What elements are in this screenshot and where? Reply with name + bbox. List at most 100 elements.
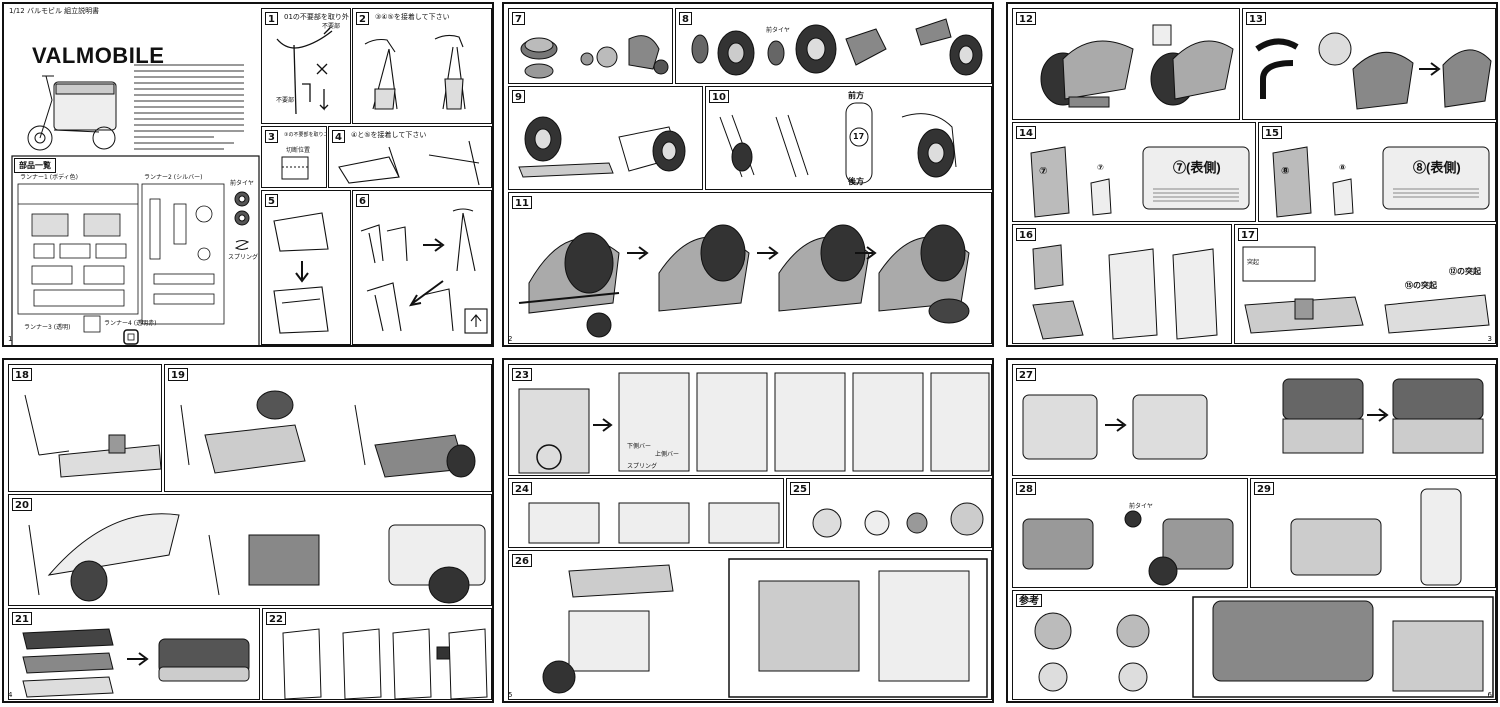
step-10-illustration — [719, 102, 957, 184]
step-number: 2 — [356, 12, 369, 25]
sheet-4: 18 19 20 — [2, 358, 494, 703]
step-number: 20 — [12, 498, 32, 511]
sheet-3: 12 13 14 — [1006, 2, 1498, 347]
step-18: 18 — [8, 364, 162, 492]
step-18-illustration — [24, 394, 161, 478]
step-1-illustration — [276, 27, 333, 115]
step-caption: ③④⑤を接着して下さい — [375, 13, 450, 21]
sheet-2: 7 8 — [502, 2, 994, 347]
step-number: 7 — [512, 12, 525, 25]
step-number: 10 — [709, 90, 729, 103]
unneeded-part-note: 不要部 — [276, 97, 295, 104]
step-10: 10 前方 後方 17 — [705, 86, 992, 190]
part-7-label: ⑦ — [1039, 166, 1048, 177]
step-caption: ③の不要部を取りニッパー — [284, 132, 327, 138]
step-1: 1 01の不要部を取り外して下さい 不要部 不要部 — [261, 8, 351, 124]
panel-7-front-label: ⑦(表側) — [1173, 160, 1221, 175]
step-number: 26 — [512, 554, 532, 567]
step-12-illustration — [1040, 24, 1234, 108]
step-29-illustration — [1290, 488, 1462, 586]
page-number: 1 — [8, 335, 13, 343]
step-9-illustration — [518, 116, 686, 178]
step-26-illustration — [542, 558, 988, 698]
protrusion-label: 突起 — [1247, 259, 1260, 266]
step-11-illustration — [518, 224, 970, 338]
step-number: 3 — [265, 130, 278, 143]
spring-note: スプリング — [627, 463, 658, 470]
step-13-illustration — [1255, 32, 1492, 110]
step-number: 16 — [1016, 228, 1036, 241]
step-27: 27 — [1012, 364, 1496, 476]
step-27-illustration — [1022, 378, 1484, 460]
step-number: 25 — [790, 482, 810, 495]
step-16-illustration — [1032, 244, 1218, 340]
step-number: 5 — [265, 194, 278, 207]
step-20: 20 — [8, 494, 492, 606]
reference-label: 参考 — [1016, 594, 1042, 607]
step-number: 8 — [679, 12, 692, 25]
step-25: 25 — [786, 478, 992, 548]
step-number: 15 — [1262, 126, 1282, 139]
lower-bar-note: 下側バー — [627, 443, 652, 450]
step-19-illustration — [180, 390, 476, 478]
step-22: 22 — [262, 608, 492, 700]
step-4-illustration — [338, 140, 480, 186]
step-15-illustration — [1272, 146, 1490, 218]
step-29: 29 — [1250, 478, 1496, 588]
step-17-illustration — [1242, 246, 1490, 334]
step-8-illustration — [691, 18, 983, 76]
step-20-illustration — [28, 513, 486, 604]
step-14-illustration — [1030, 146, 1250, 218]
step-7: 7 — [508, 8, 673, 84]
part-8-mark: ⑧ — [1339, 163, 1346, 172]
upper-bar-note: 上側バー — [655, 451, 680, 458]
protrusion-12-label: ⑫の突起 — [1449, 267, 1481, 276]
runner-4-label: ランナー4 (透明赤) — [104, 320, 157, 327]
step-24-illustration — [528, 502, 780, 544]
step-4: 4 ④と⑤を接着して下さい — [328, 126, 492, 188]
runner-1-label: ランナー1 (ボディ色) — [20, 174, 78, 181]
step-23: 23 下側バー 上側バー スプリング — [508, 364, 992, 476]
tire-label: 前タイヤ — [230, 180, 254, 187]
step-26: 26 — [508, 550, 992, 700]
page-number: 6 — [1487, 691, 1492, 699]
step-number: 27 — [1016, 368, 1036, 381]
sheet-6: 27 28 前タイヤ — [1006, 358, 1498, 703]
sheet-1: 1/12 バルモビル 組立説明書 VALMOBILE — [2, 2, 494, 347]
step-number: 28 — [1016, 482, 1036, 495]
step-number: 6 — [356, 194, 369, 207]
step-number: 4 — [332, 130, 345, 143]
step-7-illustration — [520, 35, 669, 79]
step-number: 14 — [1016, 126, 1036, 139]
step-number: 17 — [1238, 228, 1258, 241]
step-5-illustration — [273, 212, 329, 334]
step-28: 28 前タイヤ — [1012, 478, 1248, 588]
step-number: 21 — [12, 612, 32, 625]
cover-illustration — [11, 64, 260, 347]
step-16: 16 — [1012, 224, 1232, 344]
runner-2-label: ランナー2 (シルバー) — [144, 174, 203, 181]
step-number: 18 — [12, 368, 32, 381]
step-number: 22 — [266, 612, 286, 625]
unneeded-part-note: 不要部 — [322, 23, 341, 30]
front-tire-note: 前タイヤ — [766, 27, 790, 34]
step-11: 11 — [508, 192, 992, 344]
step-19: 19 — [164, 364, 492, 492]
cut-position-note: 切断位置 — [286, 147, 311, 154]
step-25-illustration — [812, 502, 984, 538]
step-number: 1 — [265, 12, 278, 25]
step-23-illustration — [518, 372, 990, 474]
part-7-mark: ⑦ — [1097, 163, 1104, 172]
step-caption: 01の不要部を取り外して下さい — [284, 13, 350, 21]
page-number: 3 — [1487, 335, 1492, 343]
step-number: 29 — [1254, 482, 1274, 495]
step-2: 2 ③④⑤を接着して下さい — [352, 8, 492, 124]
front-tire-note: 前タイヤ — [1129, 503, 1153, 510]
product-title: VALMOBILE — [32, 43, 165, 68]
step-21: 21 — [8, 608, 260, 700]
step-number: 9 — [512, 90, 525, 103]
front-label: 前方 — [848, 91, 864, 100]
step-caption: ④と⑤を接着して下さい — [351, 131, 427, 139]
page-number: 4 — [8, 691, 13, 699]
step-3-illustration — [281, 156, 309, 180]
